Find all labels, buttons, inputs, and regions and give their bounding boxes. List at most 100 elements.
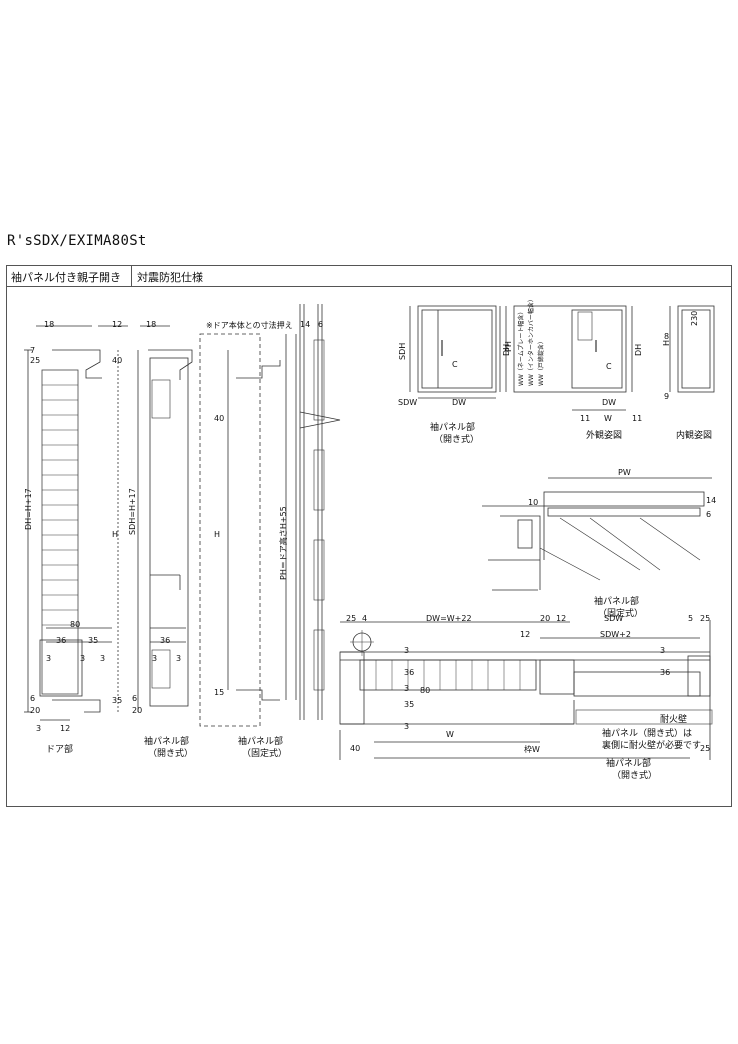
dim-label: DW bbox=[452, 398, 467, 407]
dim-label: 25 bbox=[700, 614, 711, 623]
dim-label: 3 bbox=[404, 646, 410, 655]
dim-label: 12 bbox=[60, 724, 71, 733]
door-section bbox=[24, 325, 128, 721]
dim-label: 80 bbox=[70, 620, 81, 629]
dim-label: 36 bbox=[660, 668, 671, 677]
dim-label: 11 bbox=[580, 414, 591, 423]
dim-label: 枠W bbox=[524, 745, 540, 754]
dim-label: C bbox=[606, 362, 612, 371]
spec-type-label: 袖パネル付き親子開き bbox=[11, 271, 121, 284]
dim-label: W bbox=[446, 730, 454, 739]
caption-plan-open-sub: （開き式） bbox=[612, 771, 658, 781]
dim-label: SDW bbox=[398, 398, 418, 407]
dim-label: WW（戸締錠含） bbox=[538, 338, 545, 386]
dim-label: SDW+2 bbox=[600, 630, 631, 639]
interior-elevation bbox=[669, 305, 715, 393]
dim-label: 3 bbox=[404, 684, 410, 693]
dim-label: 20 bbox=[30, 706, 41, 715]
caption-panel-fixed: 袖パネル部 bbox=[238, 737, 284, 747]
dim-label: 20 bbox=[132, 706, 143, 715]
spec-option-label: 対震防犯仕様 bbox=[137, 271, 203, 284]
dim-label: W bbox=[604, 414, 612, 423]
dim-label: 12 bbox=[112, 320, 123, 329]
caption-exterior: 外観姿図 bbox=[586, 431, 623, 441]
dim-label: SDW bbox=[604, 614, 624, 623]
dimension-note: ※ドア本体との寸法押え bbox=[206, 321, 293, 330]
dim-label: 6 bbox=[30, 694, 36, 703]
dim-label: 25 bbox=[30, 356, 41, 365]
caption-panel-top: 袖パネル部 bbox=[430, 423, 476, 433]
dim-label: 3 bbox=[660, 646, 666, 655]
dim-label: 3 bbox=[100, 654, 106, 663]
dim-label: 3 bbox=[152, 654, 158, 663]
caption-plan-fixed-sub: （固定式） bbox=[598, 609, 644, 619]
dim-label: 36 bbox=[160, 636, 171, 645]
panel-top-elevation bbox=[409, 305, 501, 399]
dim-label: PW bbox=[618, 468, 631, 477]
dim-label: 40 bbox=[350, 744, 361, 753]
caption-panel-fixed-sub: （固定式） bbox=[242, 749, 288, 759]
dim-label: 35 bbox=[112, 696, 123, 705]
fire-note-line2: 裏側に耐火壁が必要です bbox=[602, 741, 702, 751]
panel-open-section bbox=[137, 325, 193, 712]
fire-note-line1: 袖パネル（開き式）は bbox=[602, 729, 693, 739]
caption-panel-open: 袖パネル部 bbox=[144, 737, 190, 747]
drawing-frame: 袖パネル付き親子開き 対震防犯仕様 bbox=[6, 265, 732, 807]
dim-label: 25 bbox=[346, 614, 357, 623]
dim-label: C bbox=[452, 360, 458, 369]
dim-label: DW bbox=[602, 398, 617, 407]
dim-label: 11 bbox=[632, 414, 643, 423]
open-panel-plan bbox=[339, 620, 713, 760]
caption-plan-open: 袖パネル部 bbox=[606, 759, 652, 769]
dim-label: SDH=H+17 bbox=[128, 488, 137, 535]
dim-label: 230 bbox=[690, 310, 699, 326]
dim-label: 3 bbox=[404, 722, 410, 731]
dim-label: H bbox=[214, 530, 221, 539]
caption-interior: 内観姿図 bbox=[676, 431, 713, 441]
dim-label: WW（インターホンカバー幅含） bbox=[528, 296, 535, 386]
document-title: R'sSDX/EXIMA80St bbox=[7, 233, 147, 249]
dim-label: 35 bbox=[88, 636, 99, 645]
dim-label: 8 bbox=[664, 332, 670, 341]
panel-fixed-section bbox=[199, 304, 341, 727]
caption-panel-open-sub: （開き式） bbox=[148, 749, 194, 759]
dim-label: 12 bbox=[556, 614, 567, 623]
dim-label: 80 bbox=[420, 686, 431, 695]
fire-wall-label: 耐火壁 bbox=[660, 715, 688, 725]
spec-header: 袖パネル付き親子開き 対震防犯仕様 bbox=[7, 266, 731, 287]
dim-label: 20 bbox=[540, 614, 551, 623]
dim-label: 40 bbox=[214, 414, 225, 423]
dim-label: 9 bbox=[664, 392, 670, 401]
dim-label: 3 bbox=[80, 654, 86, 663]
header-divider bbox=[131, 266, 132, 286]
dim-label: PH bbox=[504, 341, 513, 352]
dim-label: 6 bbox=[318, 320, 324, 329]
dim-label: DH bbox=[634, 343, 643, 356]
dim-label: 36 bbox=[56, 636, 67, 645]
caption-plan-fixed: 袖パネル部 bbox=[594, 597, 640, 607]
dim-label: WW（ネームプレート幅含） bbox=[518, 308, 525, 386]
exterior-elevation bbox=[505, 305, 633, 411]
dim-label: 6 bbox=[132, 694, 138, 703]
dim-label: 18 bbox=[44, 320, 55, 329]
dim-label: 3 bbox=[46, 654, 52, 663]
caption-panel-top-sub: （開き式） bbox=[434, 435, 480, 445]
fixed-panel-plan bbox=[482, 477, 712, 591]
dim-label: SDH bbox=[398, 342, 407, 360]
dim-label: 40 bbox=[112, 356, 123, 365]
dim-label: 14 bbox=[706, 496, 717, 505]
dim-label: 35 bbox=[404, 700, 415, 709]
dim-label: 15 bbox=[214, 688, 225, 697]
dim-label: DW=W+22 bbox=[426, 614, 472, 623]
dim-label: H bbox=[112, 530, 119, 539]
dim-label: PH＝ドア高さH+55 bbox=[279, 506, 288, 580]
dim-label: 4 bbox=[362, 614, 368, 623]
dim-label: 10 bbox=[528, 498, 539, 507]
dim-label: 7 bbox=[30, 346, 36, 355]
caption-door: ドア部 bbox=[46, 745, 74, 755]
dim-label: 36 bbox=[404, 668, 415, 677]
dim-label: 5 bbox=[688, 614, 694, 623]
dim-label: 3 bbox=[36, 724, 42, 733]
